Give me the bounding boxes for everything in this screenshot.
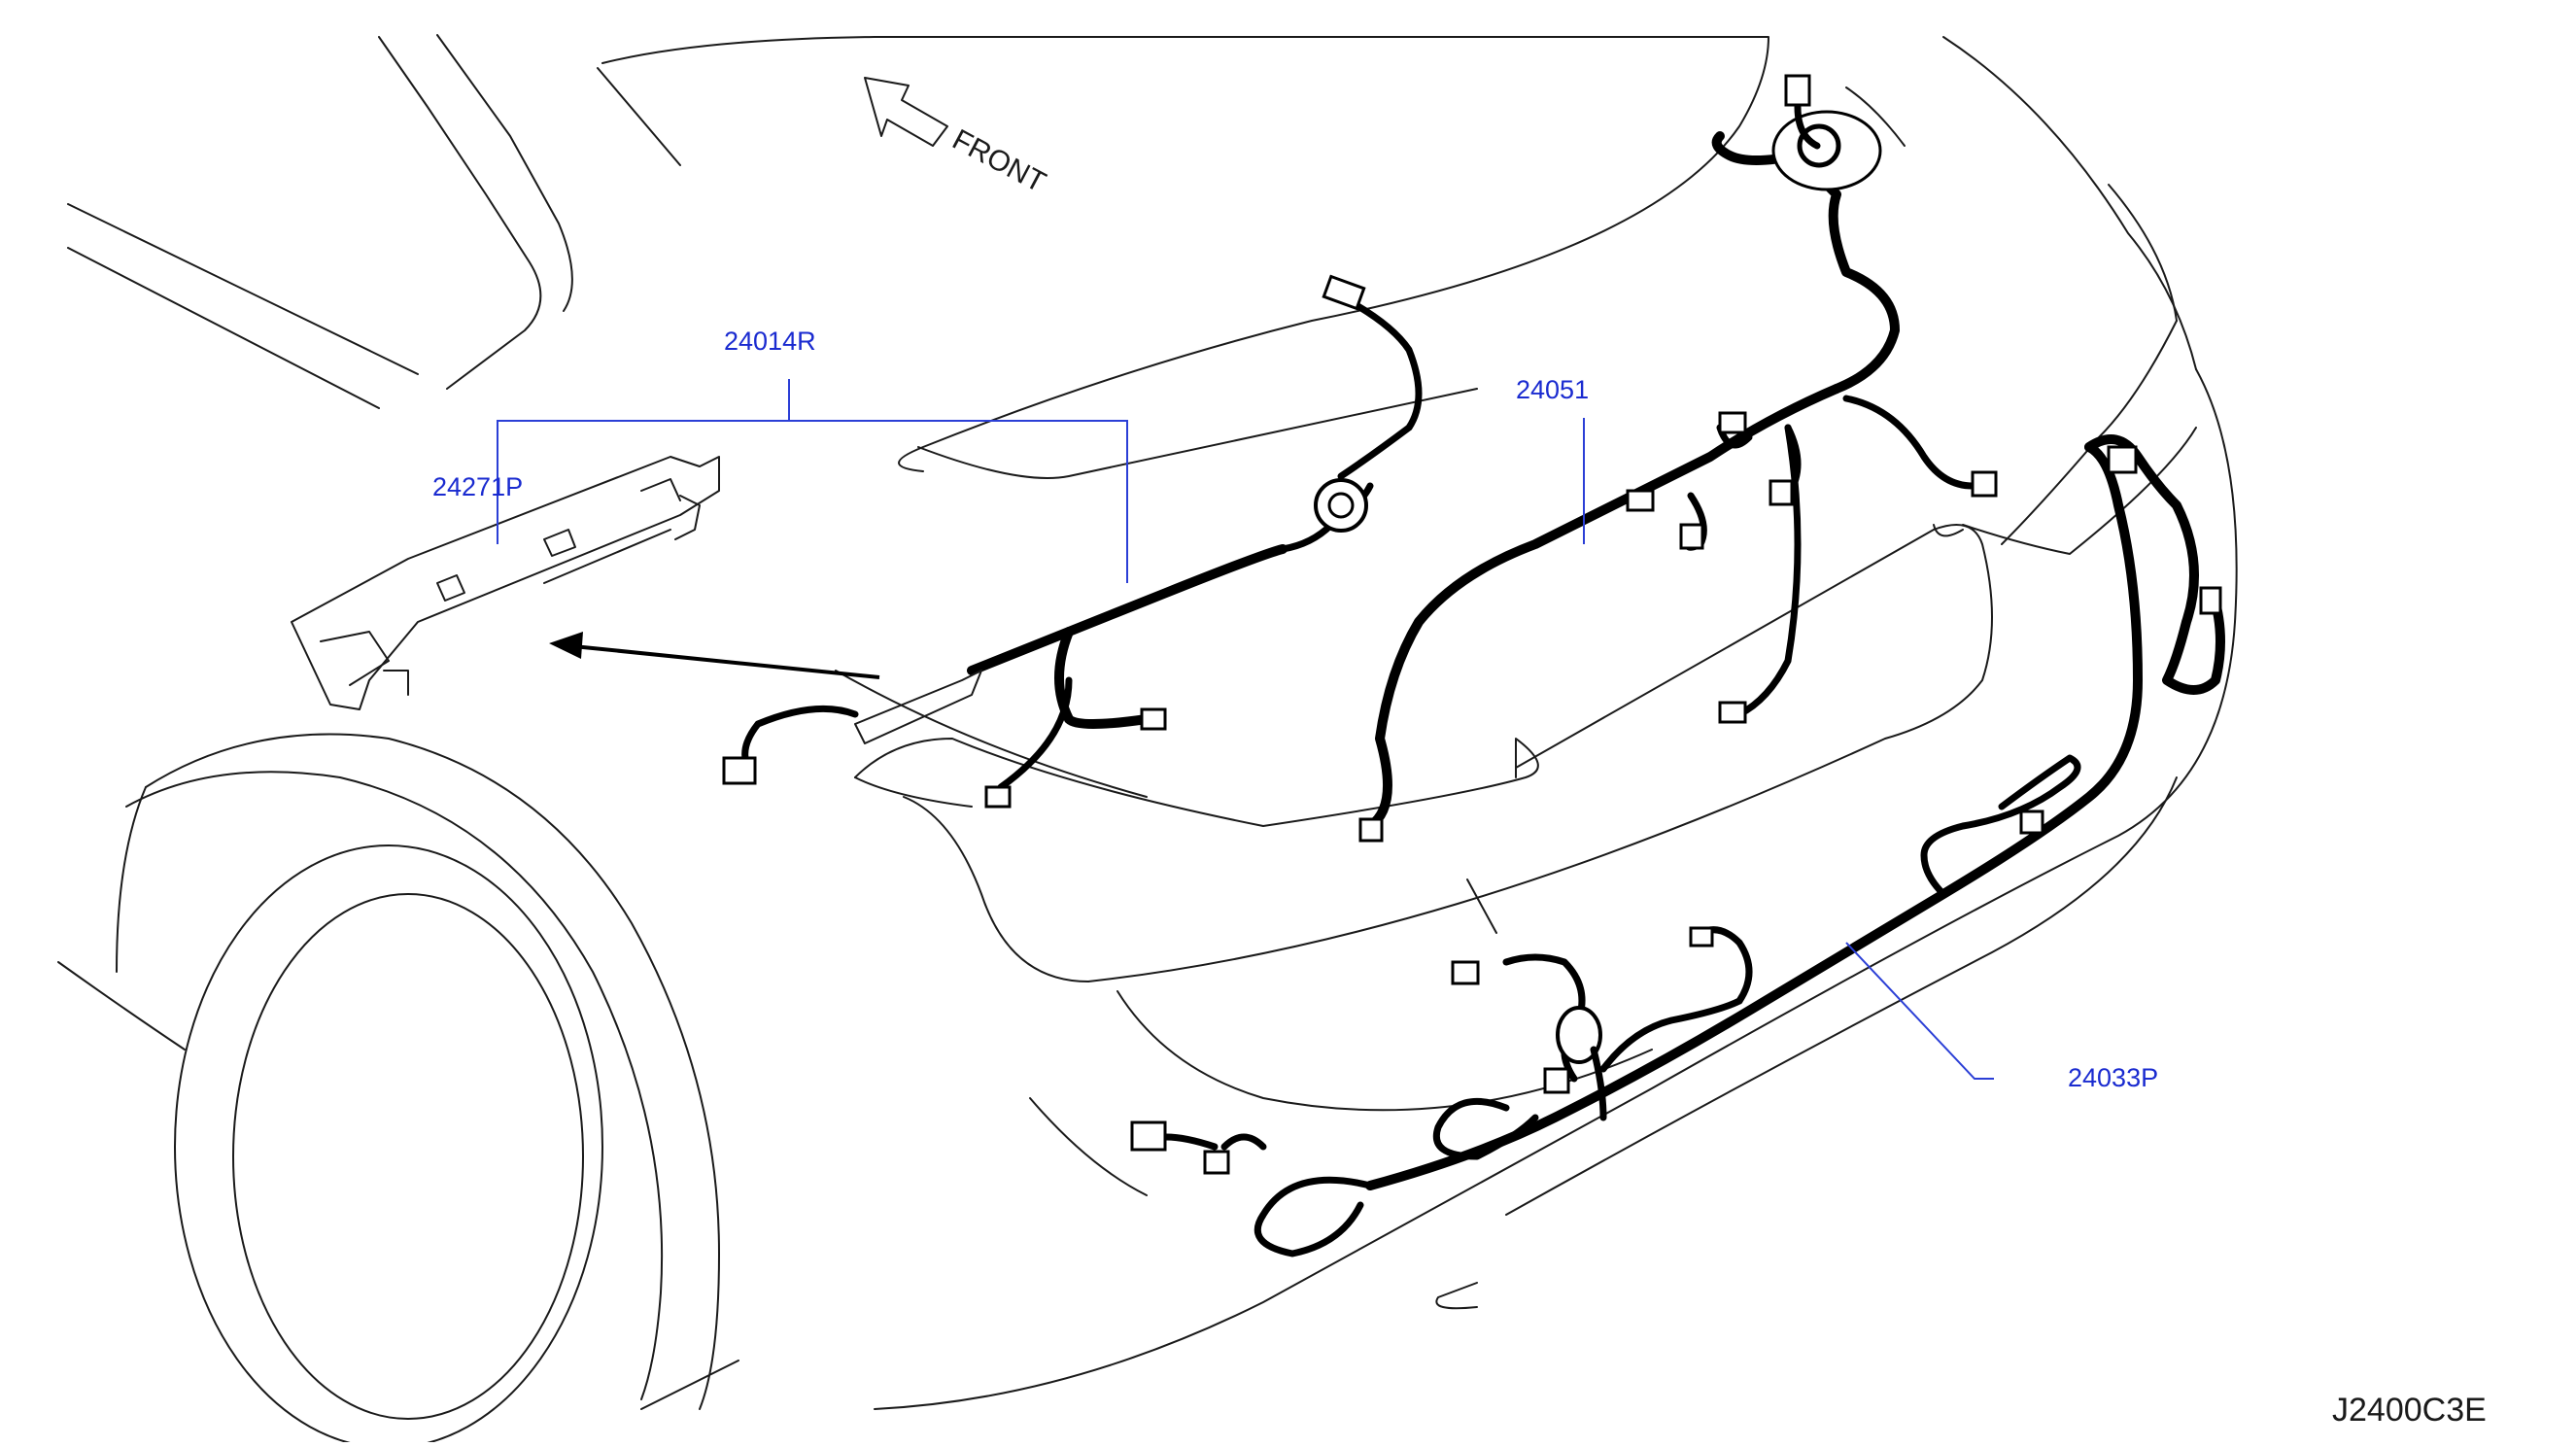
connector-24014r-top (1322, 274, 1366, 311)
harness-24033p (1130, 434, 2225, 1258)
grommet-lower (1556, 1006, 1607, 1121)
grommet-upper (1314, 478, 1368, 533)
connector-24033p-right-upper (2107, 445, 2138, 474)
callout-leaders (497, 379, 1994, 1080)
connector-24014r-mid (1140, 707, 1167, 731)
callout-24271p: 24271P (432, 472, 523, 501)
front-label: FRONT (947, 123, 1051, 199)
harness-24051 (1358, 74, 1998, 843)
figure-code: J2400C3E (2332, 1392, 2487, 1429)
connector-24051-e (1718, 701, 1747, 724)
connector-24033p-mid3 (1689, 926, 1714, 947)
fuel-lid-grommet (1771, 74, 1882, 191)
front-direction-arrow: FRONT (864, 77, 1051, 199)
connector-24051-b (1626, 489, 1655, 512)
callout-24014r: 24014R (724, 327, 816, 356)
connector-24033p-right-side (2199, 586, 2222, 615)
connector-24033p-mid2 (1543, 1067, 1570, 1094)
bracket-part (291, 456, 720, 710)
connector-24051-d (1769, 479, 1794, 506)
callout-24051: 24051 (1516, 375, 1589, 404)
connector-24051-a (1718, 411, 1747, 434)
harness-24014r (722, 274, 1423, 809)
connector-24033p-right (2019, 810, 2044, 835)
bracket-pointer-arrow (549, 632, 880, 679)
connector-24051-c (1679, 523, 1704, 550)
callout-labels: 24014R 24271P 24051 24033P (432, 327, 2158, 1092)
connector-24033p-left2 (1203, 1150, 1230, 1175)
connector-24051-f (1358, 817, 1384, 843)
connector-24014r-low (984, 785, 1012, 809)
connector-24033p-mid (1451, 960, 1480, 985)
connector-24014r-left (722, 756, 757, 785)
callout-24033p: 24033P (2068, 1063, 2158, 1092)
connector-24033p-left (1130, 1120, 1167, 1152)
vehicle-body-outline (57, 34, 2238, 1447)
connector-24051-right-upper (1971, 470, 1998, 498)
